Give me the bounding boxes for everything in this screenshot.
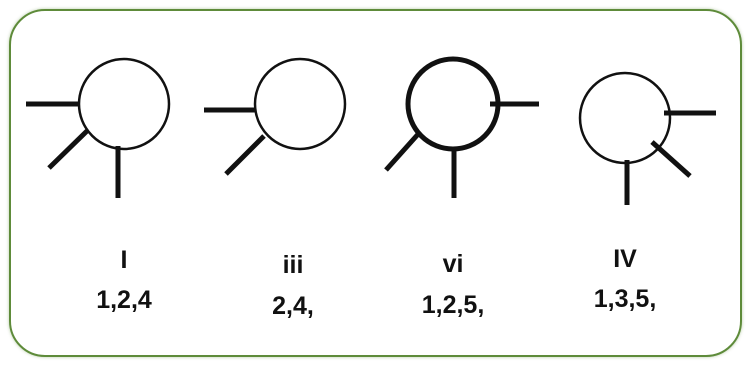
- label-numbers-2: 2,4,: [272, 292, 314, 320]
- label-numeral-2: iii: [282, 251, 304, 279]
- glyph-1-icon: [26, 57, 171, 198]
- glyph-3-icon: [384, 56, 539, 198]
- label-numeral-4: IV: [613, 245, 637, 273]
- label-numbers-4: 1,3,5,: [593, 285, 657, 313]
- label-numeral-3: vi: [442, 250, 464, 278]
- label-numeral-1: I: [120, 246, 128, 274]
- label-numbers-1: 1,2,4: [96, 286, 152, 314]
- diagram-panel: [9, 9, 742, 357]
- glyph-2-icon: [204, 57, 347, 176]
- label-numbers-3: 1,2,5,: [421, 291, 485, 319]
- glyph-4-icon: [578, 71, 716, 205]
